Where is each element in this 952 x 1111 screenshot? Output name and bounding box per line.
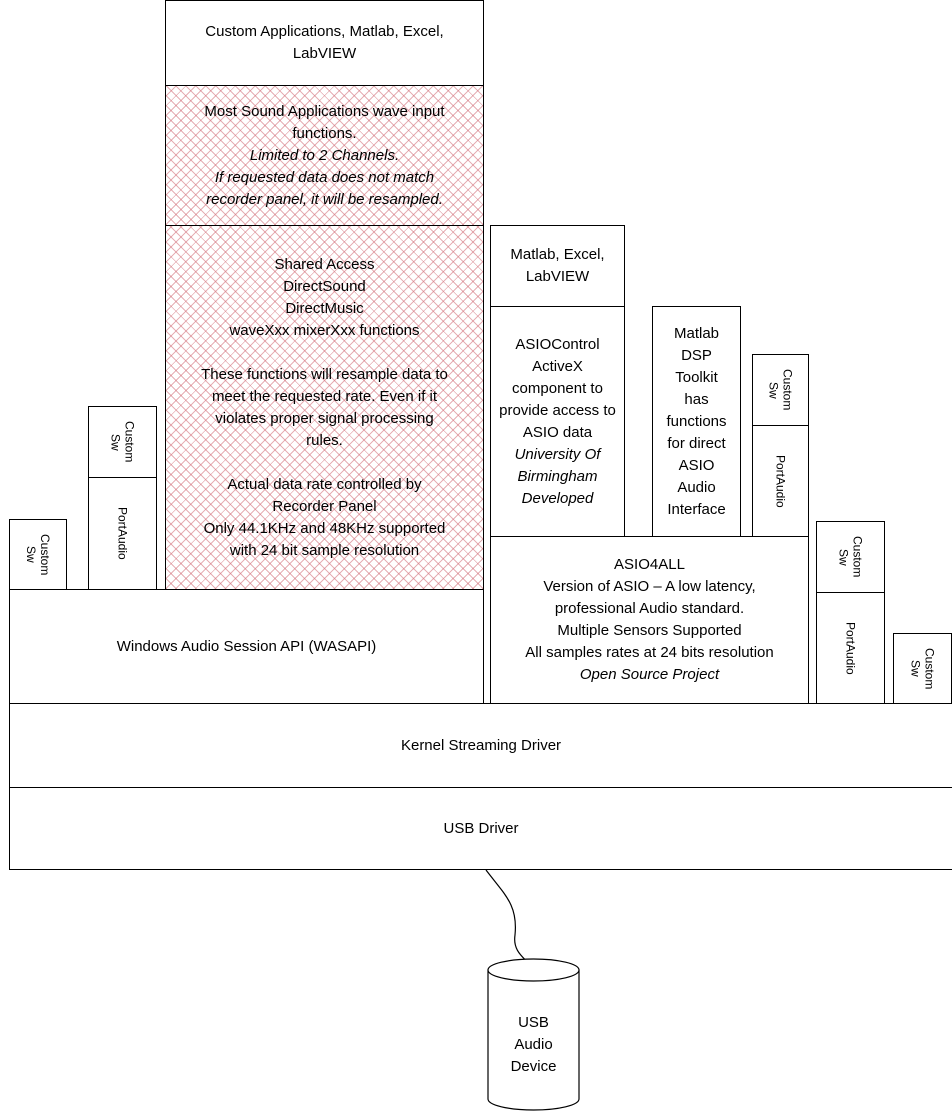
portaudio-box-asio: PortAudio [752,425,809,538]
asio-control-line: provide access to [499,401,616,419]
asio-control-italic-line: University Of [514,445,601,463]
matlab-dsp-line: Interface [667,500,726,518]
portaudio-box-kernel: PortAudio [816,592,885,704]
matlab-dsp-line: Matlab [673,324,720,342]
custom-sw-box-kernel: Custom Sw [816,521,885,593]
portaudio-label: PortAudio [115,507,130,560]
matlab-dsp-line: Toolkit [675,368,718,386]
custom-sw-label: Custom [922,647,937,690]
custom-sw-label: Sw [836,548,851,566]
matlab-excel-labview-box: Matlab, Excel, LabVIEW [490,225,625,307]
shared-access-line: Shared Access [274,255,375,273]
custom-applications-box: Custom Applications, Matlab, Excel, LabV… [165,0,484,86]
portaudio-label: PortAudio [843,621,858,675]
data-rate-line: Actual data rate controlled by [227,475,422,493]
device-line: Audio [514,1036,553,1053]
wave-input-box: Most Sound Applications wave input funct… [165,85,484,226]
kernel-streaming-layer: Kernel Streaming Driver [9,703,952,788]
resample-note-line: rules. [306,431,343,449]
wasapi-layer: Windows Audio Session API (WASAPI) [9,589,484,704]
data-rate-line: Recorder Panel [272,497,377,515]
shared-access-line: DirectMusic [285,299,364,317]
portaudio-box-wasapi: PortAudio [88,477,157,590]
matlab-dsp-line: Audio [677,478,716,496]
wave-input-line: functions. [292,124,357,142]
kernel-streaming-label: Kernel Streaming Driver [400,736,562,754]
portaudio-label: PortAudio [773,455,788,508]
asio4all-line: Multiple Sensors Supported [557,622,742,639]
asio4all-line: All samples rates at 24 bits resolution [525,644,774,661]
shared-access-box: Shared Access DirectSound DirectMusic wa… [165,225,484,590]
usb-driver-layer: USB Driver [9,787,952,870]
asio4all-box: ASIO4ALL Version of ASIO – A low latency… [490,536,809,704]
asio-control-line: ActiveX [532,357,583,375]
custom-sw-label: Sw [766,381,781,399]
usb-driver-label: USB Driver [443,819,519,837]
wave-input-italic-line: If requested data does not match [214,168,435,186]
usb-audio-device-label: USB Audio Device [487,1012,580,1078]
asio-control-line: component to [512,379,603,397]
wave-input-italic-line: recorder panel, it will be resampled. [206,190,443,208]
matlab-dsp-line: DSP [681,346,712,364]
custom-sw-label: Custom [850,536,865,578]
asio4all-line: ASIO4ALL [614,556,685,573]
asio-control-italic-line: Developed [521,489,594,507]
asio4all-line: Version of ASIO – A low latency, [543,578,756,595]
wave-input-line: Most Sound Applications wave input [204,102,445,120]
matlab-excel-line: LabVIEW [525,268,590,285]
custom-applications-line: Custom Applications, Matlab, Excel, [205,23,444,40]
asio-control-italic-line: Birmingham [517,467,598,485]
data-rate-line: Only 44.1KHz and 48KHz supported [203,519,446,537]
matlab-dsp-toolkit-box: Matlab DSP Toolkit has functions for dir… [652,306,741,537]
custom-sw-label: Sw [24,546,38,563]
matlab-dsp-line: has [684,390,709,408]
custom-sw-label: Custom [780,369,795,411]
custom-sw-label: Sw [908,660,923,677]
matlab-excel-line: Matlab, Excel, [510,246,605,263]
asio4all-italic-line: Open Source Project [579,666,720,683]
shared-access-line: DirectSound [283,277,366,295]
shared-access-line: waveXxx mixerXxx functions [229,321,420,339]
matlab-dsp-line: for direct [667,434,726,452]
custom-sw-label: Custom [122,421,137,463]
asio4all-line: professional Audio standard. [554,600,745,617]
data-rate-line: with 24 bit sample resolution [229,541,420,559]
resample-note-line: violates proper signal processing [215,409,434,427]
wave-input-italic-line: Limited to 2 Channels. [249,146,400,164]
wasapi-label: Windows Audio Session API (WASAPI) [116,637,377,655]
custom-sw-label: Custom [38,533,52,576]
custom-sw-box-left: Custom Sw [9,519,67,590]
custom-sw-label: Sw [108,433,123,451]
device-line: Device [510,1058,557,1075]
matlab-dsp-line: functions [666,412,727,430]
asio-control-box: ASIOControl ActiveX component to provide… [490,306,625,537]
resample-note-line: meet the requested rate. Even if it [211,387,438,405]
usb-audio-device-cylinder [487,958,580,1111]
asio-control-line: ASIO data [522,423,593,441]
device-line: USB [518,1014,549,1031]
resample-note-line: These functions will resample data to [201,365,448,383]
custom-applications-line: LabVIEW [292,45,357,62]
matlab-dsp-line: ASIO [678,456,715,474]
asio-control-line: ASIOControl [515,335,600,353]
custom-sw-box-right: Custom Sw [893,633,952,704]
